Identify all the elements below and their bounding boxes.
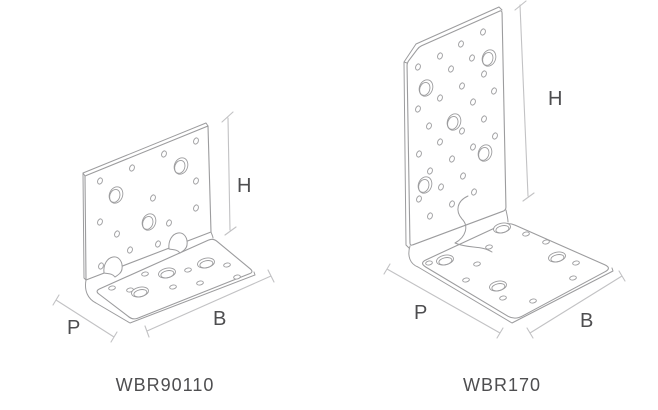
product-label-wbr90110: WBR90110 [116,375,215,395]
dimension-label-b: B [580,310,593,332]
dimension-label-h: H [548,88,562,110]
dimension-label-p: P [67,317,80,339]
dimension-height-left: H [221,111,251,236]
dimension-height-right: H [514,0,562,202]
bend-silhouette [408,209,614,324]
dimension-base-width-right: B [526,270,626,339]
dimension-label-b: B [213,308,226,330]
dimension-base-width-left: B [144,269,275,338]
dimension-label-p: P [414,302,427,324]
dimension-label-h: H [237,175,251,197]
bracket-drawing-wbr170: H P B WBR170 [383,0,626,395]
dimension-base-depth-right: P [383,263,504,339]
plate-thickness-edge [403,6,503,249]
base-plate [422,223,609,319]
reinforcing-rib [454,195,493,253]
product-label-wbr170: WBR170 [463,375,541,395]
plate-thickness-edge [82,122,209,281]
dimension-base-depth-left: P [52,294,118,343]
bracket-drawing-wbr90110: H B P WBR90110 [52,111,275,395]
bend-silhouette [85,231,256,324]
